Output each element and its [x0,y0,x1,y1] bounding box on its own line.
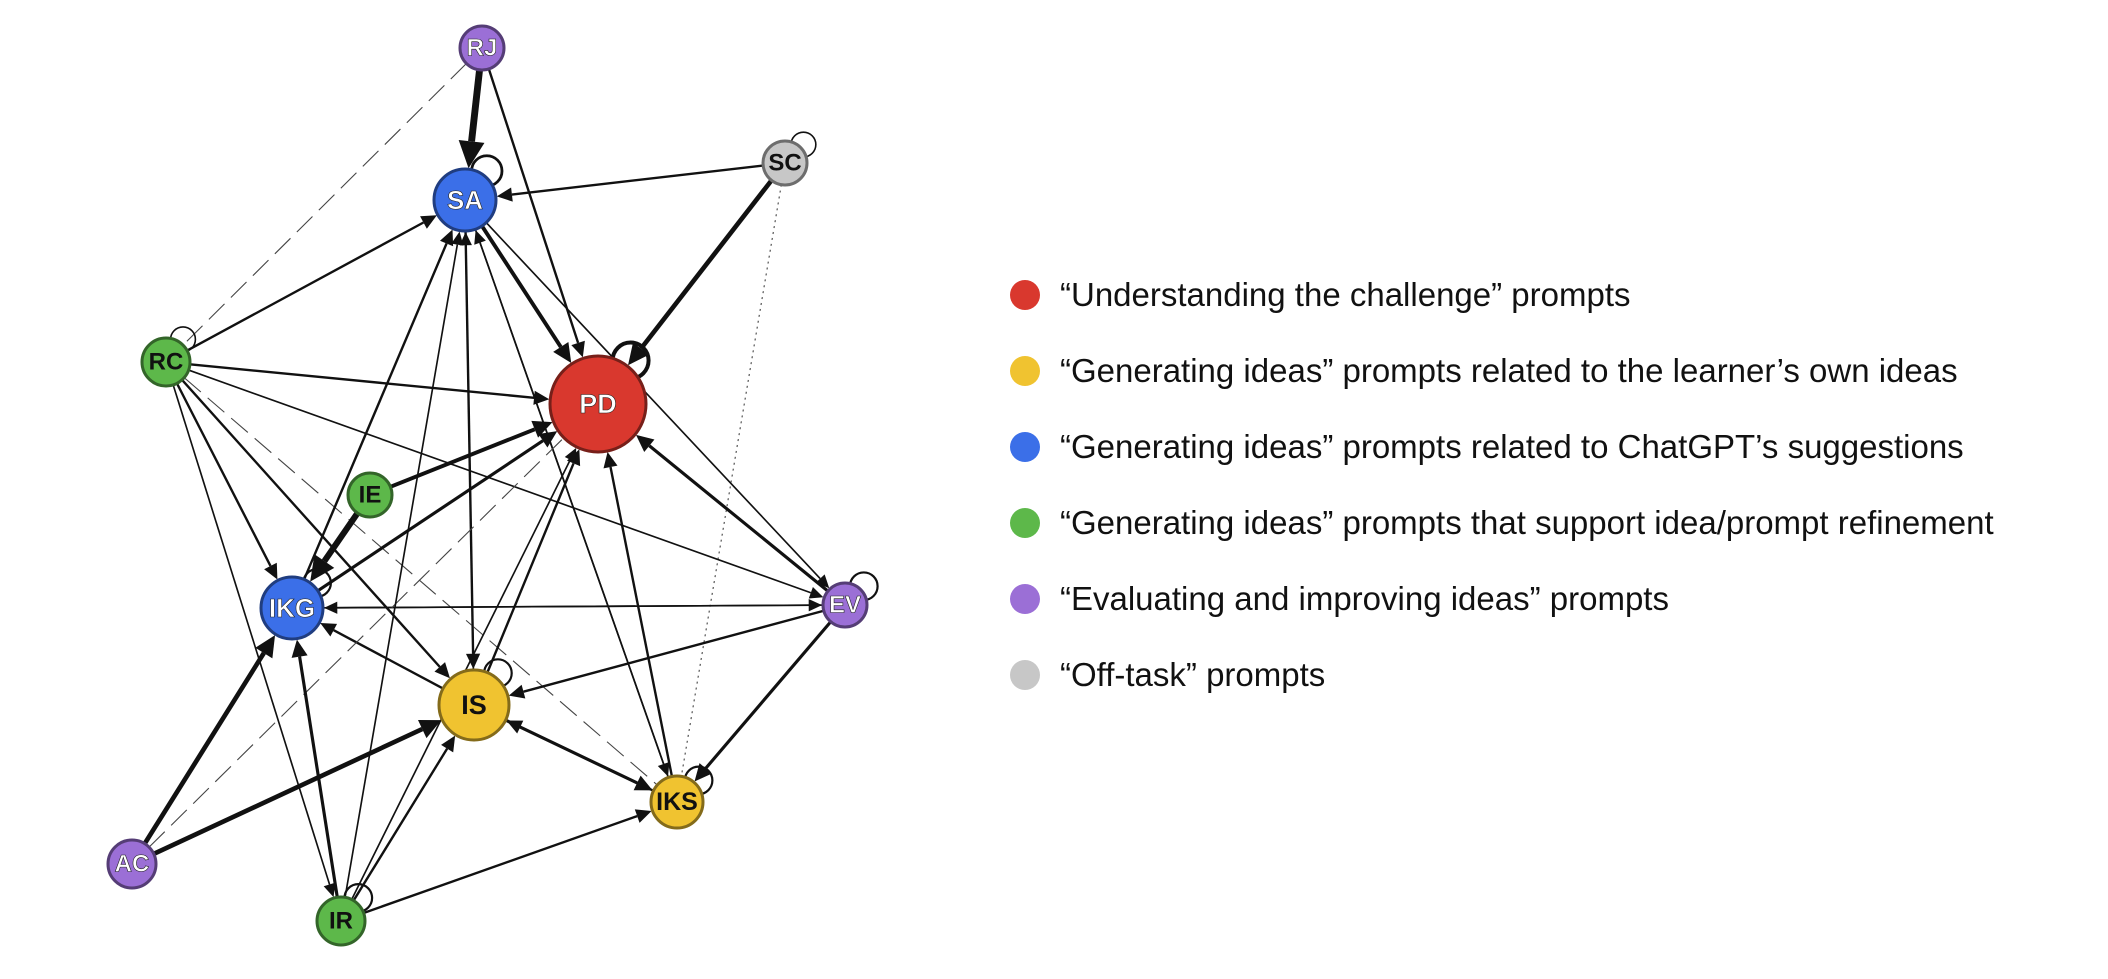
edge-is-ikg [320,623,444,690]
node-label-pd: PD [579,389,617,419]
edge-is-sa [459,231,475,671]
legend-item: “Generating ideas” prompts related to th… [1010,333,1994,409]
node-sc: SC [761,139,809,187]
edge-rj-rc [183,63,467,345]
edge-ir-is [352,735,456,902]
node-ev: EV [821,581,869,629]
legend-color-dot [1010,660,1040,690]
edge-iks-pd [603,452,674,777]
edge-ie-pd [389,420,553,489]
edge-iks-is [506,720,655,792]
edge-ev-pd [636,434,829,593]
edge-ir-ikg [291,639,339,898]
node-sa: SA [432,167,498,233]
edge-rc-pd [189,363,550,405]
edge-sc-sa [496,164,764,202]
edges-layer [142,63,832,915]
edge-sa-ev [485,222,830,589]
edge-ikg-sa [302,229,454,580]
edge-rc-is [181,379,450,679]
node-is: IS [437,668,511,742]
legend-item: “Understanding the challenge” prompts [1010,257,1994,333]
node-ie: IE [346,471,394,519]
node-label-ir: IR [329,908,353,935]
node-label-rc: RC [149,349,184,376]
edge-iks-sa [474,230,670,778]
node-label-is: IS [461,690,487,720]
node-label-iks: IKS [656,788,698,816]
legend-label: “Off-task” prompts [1060,656,1326,693]
node-ir: IR [315,895,367,947]
edge-ac-pd [148,438,564,848]
edge-ie-ikg [310,511,361,582]
edge-ev-ikg [323,601,824,614]
edge-ir-sa [344,231,464,898]
edge-ev-iks [694,620,832,782]
transition-network-diagram: RJ SA SC RC PD IE IKG EV IS IKS AC IR [106,24,879,947]
node-label-ie: IE [359,482,382,509]
node-rj: RJ [458,24,506,72]
legend-color-dot [1010,584,1040,614]
nodes-layer: RJ SA SC RC PD IE IKG EV IS IKS AC IR [106,24,869,947]
edge-rj-pd [487,68,585,358]
edge-ev-is [508,609,825,699]
edge-rc-ir [172,384,336,898]
legend: “Understanding the challenge” prompts “Ge… [1010,257,1994,713]
legend-label: “Generating ideas” prompts related to Ch… [1060,428,1964,465]
edge-ac-ikg [142,635,276,845]
legend-color-dot [1010,356,1040,386]
node-label-ac: AC [115,851,150,878]
node-label-ev: EV [829,592,861,619]
legend-item: “Generating ideas” prompts that support … [1010,485,1994,561]
edge-ir-iks [363,809,652,915]
legend-color-dot [1010,280,1040,310]
legend-label: “Generating ideas” prompts that support … [1060,504,1994,541]
legend-label: “Evaluating and improving ideas” prompts [1060,580,1669,617]
legend-item: “Generating ideas” prompts related to Ch… [1010,409,1994,485]
edge-sc-pd [628,178,774,366]
node-pd: PD [548,354,648,454]
node-iks: IKS [649,774,705,830]
edge-rc-sa [186,215,437,352]
legend-color-dot [1010,508,1040,538]
edge-sc-iks [680,184,782,776]
node-label-rj: RJ [467,35,498,62]
node-label-ikg: IKG [269,593,315,623]
legend-label: “Generating ideas” prompts related to th… [1060,352,1958,389]
legend-label: “Understanding the challenge” prompts [1060,276,1631,313]
node-ac: AC [106,838,158,890]
node-label-sa: SA [447,185,483,215]
node-ikg: IKG [259,575,325,641]
node-rc: RC [140,336,192,388]
edge-rc-ikg [175,382,278,580]
edge-sa-pd [480,224,572,363]
edge-rj-sa [458,69,485,169]
legend-color-dot [1010,432,1040,462]
node-label-sc: SC [768,150,801,177]
edge-rc-ev [188,369,824,599]
legend-item: “Off-task” prompts [1010,637,1994,713]
legend-item: “Evaluating and improving ideas” prompts [1010,561,1994,637]
edge-rc-iks [183,377,657,785]
edge-ac-is [152,719,442,856]
edge-ikg-pd [316,431,558,593]
